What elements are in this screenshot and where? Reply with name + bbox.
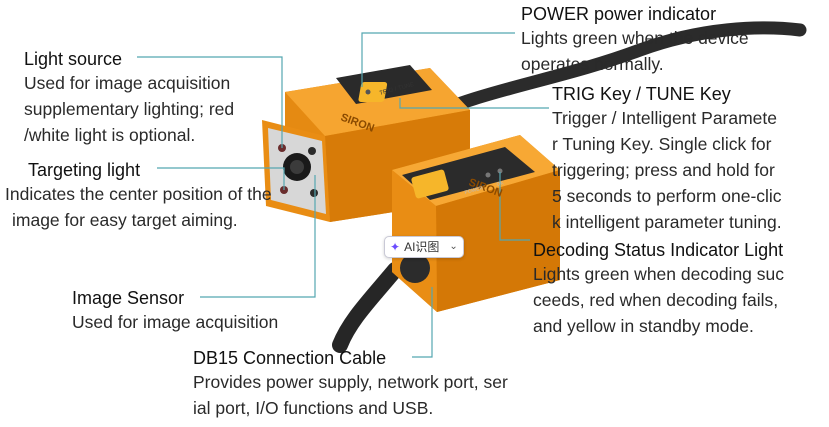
ai-chip-label: AI识图 <box>404 240 440 254</box>
cable-title: DB15 Connection Cable <box>193 348 387 368</box>
power-desc-1: Lights green when the device <box>521 28 749 48</box>
power-desc-2: operates normally. <box>521 54 664 74</box>
targeting-desc-2: image for easy target aiming. <box>12 210 238 230</box>
light-source-title: Light source <box>24 49 123 69</box>
ai-sparkle-icon: ✦ <box>390 240 401 254</box>
trig-desc-3: triggering; press and hold for <box>552 160 775 180</box>
decoding-led <box>497 168 503 174</box>
sensor-desc-1: Used for image acquisition <box>72 312 279 332</box>
cable-desc-2: ial port, I/O functions and USB. <box>193 398 434 418</box>
cable-back <box>413 21 807 127</box>
back-device <box>262 65 470 222</box>
targeting-desc-1: Indicates the center position of the <box>5 184 272 204</box>
trig-desc-4: 5 seconds to perform one-clic <box>552 186 782 206</box>
decoding-desc-1: Lights green when decoding suc <box>533 264 785 284</box>
trig-desc-5: k intelligent parameter tuning. <box>552 212 782 232</box>
leader-sensor <box>200 175 316 298</box>
power-title: POWER power indicator <box>521 4 717 24</box>
leader-cable <box>412 287 433 358</box>
ok-label: OK <box>496 180 505 188</box>
annotation-decoding: Decoding Status Indicator Light Lights g… <box>533 239 784 339</box>
annotation-cable: DB15 Connection Cable Provides power sup… <box>193 347 508 421</box>
db15-cable <box>332 262 403 353</box>
light-source-desc-1: Used for image acquisition <box>24 73 231 93</box>
trig-desc-1: Trigger / Intelligent Paramete <box>552 108 778 128</box>
annotation-targeting: Targeting light <box>28 159 140 181</box>
leader-trig <box>399 98 549 109</box>
annotation-power: POWER power indicator Lights green when … <box>521 3 749 77</box>
trig-desc-2: r Tuning Key. Single click for <box>552 134 772 154</box>
chevron-down-icon[interactable]: ⌄ <box>449 241 458 252</box>
light-source-desc-2: supplementary lighting; red <box>24 99 235 119</box>
annotation-light-source: Light source Used for image acquisition … <box>24 48 234 148</box>
trig-key <box>358 82 388 102</box>
leader-light-source <box>137 56 283 148</box>
power-label: POWER <box>464 185 484 196</box>
light-source-desc-3: /white light is optional. <box>24 125 196 145</box>
power-led <box>365 89 371 95</box>
ai-image-recognition-button[interactable]: ✦ AI识图 ⌄ <box>384 236 464 258</box>
annotation-sensor: Image Sensor Used for image acquisition <box>72 287 278 335</box>
leader-lines <box>137 32 549 358</box>
decoding-desc-2: ceeds, red when decoding fails, <box>533 290 779 310</box>
leader-targeting <box>157 167 285 190</box>
leader-power <box>361 32 515 87</box>
front-device <box>392 135 560 312</box>
sensor-title: Image Sensor <box>72 288 185 308</box>
leader-decoding <box>499 172 530 241</box>
annotation-trig: TRIG Key / TUNE Key Trigger / Intelligen… <box>552 83 782 235</box>
targeting-title: Targeting light <box>28 160 141 180</box>
cable-desc-1: Provides power supply, network port, ser <box>193 372 508 392</box>
decoding-desc-3: and yellow in standby mode. <box>533 316 754 336</box>
decoding-title: Decoding Status Indicator Light <box>533 240 784 260</box>
annotation-targeting-desc: Indicates the center position of the ima… <box>5 181 272 233</box>
trig-title: TRIG Key / TUNE Key <box>552 84 731 104</box>
